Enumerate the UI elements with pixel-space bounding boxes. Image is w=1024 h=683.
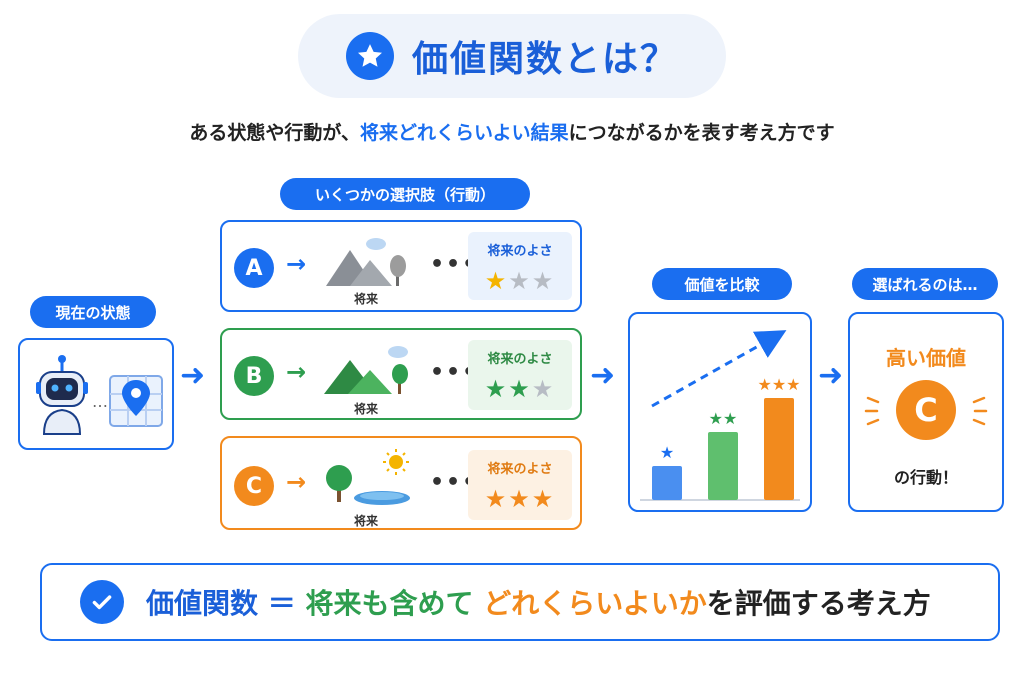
rating-panel-c: 将来のよさ ★★★ bbox=[468, 450, 572, 520]
check-icon bbox=[80, 580, 124, 624]
option-box-c: C → 将来 ••• 将来のよさ ★★★ bbox=[220, 436, 582, 530]
summary-text: 価値関数 ＝ 将来も含めて どれくらいよいかを評価する考え方 bbox=[146, 582, 931, 622]
title-banner: 価値関数とは？ bbox=[298, 14, 726, 98]
subtitle: ある状態や行動が、将来どれくらいよい結果につながるかを表す考え方です bbox=[0, 118, 1024, 145]
gray-mountain-icon bbox=[326, 238, 406, 286]
summary-part1: 将来も含めて bbox=[305, 587, 474, 620]
sparkle-icon bbox=[864, 396, 988, 426]
bar-star-label: ★ bbox=[660, 443, 674, 462]
star-filled: ★ bbox=[484, 267, 509, 295]
summary-part2: どれくらいよいか bbox=[483, 587, 707, 620]
star-filled: ★★★ bbox=[484, 485, 556, 513]
subtitle-part2: につながるかを表す考え方です bbox=[568, 122, 835, 144]
bar-star-label: ★★★ bbox=[757, 375, 800, 394]
rating-stars: ★★★ bbox=[468, 485, 572, 513]
rating-panel-b: 将来のよさ ★★★ bbox=[468, 340, 572, 410]
arrow-right-icon: → bbox=[286, 250, 307, 278]
arrow-right-icon: → bbox=[286, 358, 307, 386]
compare-chart: ★★★★★★ bbox=[640, 330, 801, 501]
current-state-box: … bbox=[18, 338, 174, 450]
current-state-label: 現在の状態 bbox=[30, 296, 156, 328]
option-box-a: A → 将来 ••• 将来のよさ ★★★ bbox=[220, 220, 582, 312]
future-label: 将来 bbox=[354, 514, 379, 528]
arrow-right-icon: ➜ bbox=[590, 358, 616, 393]
summary-term: 価値関数 bbox=[146, 587, 259, 620]
rating-stars: ★★★ bbox=[468, 267, 572, 295]
summary-box: 価値関数 ＝ 将来も含めて どれくらいよいかを評価する考え方 bbox=[40, 563, 1000, 641]
lake-sun-icon bbox=[326, 449, 410, 505]
option-letter-b: B bbox=[234, 356, 274, 396]
result-title: 高い価値 bbox=[886, 346, 966, 370]
arrow-right-icon: → bbox=[286, 468, 307, 496]
future-label: 将来 bbox=[354, 402, 379, 416]
ellipsis-icon: … bbox=[92, 392, 108, 411]
bar-c bbox=[764, 398, 794, 500]
options-label: いくつかの選択肢（行動） bbox=[280, 178, 530, 210]
summary-part3: を評価する考え方 bbox=[706, 587, 931, 620]
summary-equals: ＝ bbox=[267, 587, 296, 620]
option-box-b: B → 将来 ••• 将来のよさ ★★★ bbox=[220, 328, 582, 420]
arrow-right-icon: ➜ bbox=[180, 358, 206, 393]
result-caption: の行動！ bbox=[893, 468, 958, 487]
star-filled: ★★ bbox=[484, 375, 532, 403]
bar-star-label: ★★ bbox=[709, 409, 738, 428]
star-icon bbox=[345, 32, 394, 80]
arrow-right-icon: ➜ bbox=[818, 358, 844, 393]
star-empty: ★ bbox=[531, 375, 556, 403]
rating-stars: ★★★ bbox=[468, 375, 572, 403]
bar-b bbox=[708, 432, 738, 500]
trend-arrow bbox=[651, 330, 787, 408]
future-label: 将来 bbox=[354, 292, 379, 306]
subtitle-highlight: 将来どれくらいよい結果 bbox=[359, 122, 569, 144]
option-letter-a: A bbox=[234, 248, 274, 288]
bar-a bbox=[652, 466, 682, 500]
map-pin-icon bbox=[109, 375, 163, 427]
rating-label: 将来のよさ bbox=[487, 352, 553, 367]
subtitle-part1: ある状態や行動が、 bbox=[189, 122, 360, 144]
rating-label: 将来のよさ bbox=[487, 462, 553, 477]
green-mountain-icon bbox=[324, 346, 408, 394]
rating-panel-a: 将来のよさ ★★★ bbox=[468, 232, 572, 300]
rating-label: 将来のよさ bbox=[487, 244, 553, 259]
star-empty: ★★ bbox=[508, 267, 556, 295]
result-box: 高い価値 C の行動！ bbox=[848, 312, 1004, 512]
result-label: 選ばれるのは… bbox=[852, 268, 998, 300]
compare-label: 価値を比較 bbox=[652, 268, 792, 300]
page-title: 価値関数とは？ bbox=[411, 39, 678, 80]
compare-box: ★★★★★★ bbox=[628, 312, 812, 512]
robot-icon bbox=[36, 355, 88, 435]
option-letter-c: C bbox=[234, 466, 274, 506]
result-letter: C bbox=[896, 380, 956, 440]
